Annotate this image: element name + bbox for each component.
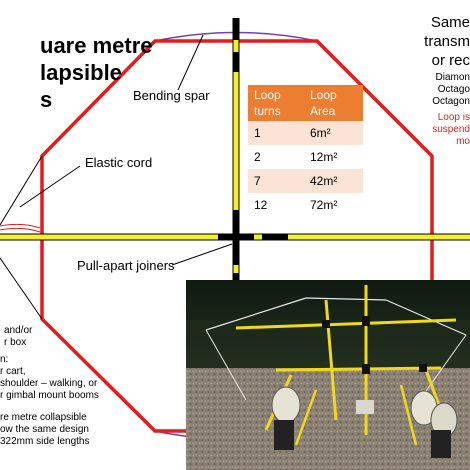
left-text-line: re metre collapsible xyxy=(0,412,87,423)
pull-apart-joiners-label: Pull-apart joiners xyxy=(77,258,175,273)
elastic-cord-label: Elastic cord xyxy=(85,155,153,170)
left-text-line: ow the same design xyxy=(0,424,89,435)
feed-wire-2 xyxy=(0,227,41,233)
antenna-photo-illustration xyxy=(186,280,470,470)
bending-spar-pointer xyxy=(177,34,204,91)
title-line-2: lapsible xyxy=(40,60,122,85)
left-text-line: shoulder – walking, or xyxy=(0,378,98,389)
left-text-line: r gimbal mount booms xyxy=(0,390,99,401)
table-row: 12 72m² xyxy=(248,193,363,217)
title-line-1: uare metre xyxy=(40,33,153,58)
diagram-title: uare metre lapsible s xyxy=(40,32,153,113)
right-text-block: Same transm or rec Diamon Octago Octagon… xyxy=(395,13,470,148)
right-text-red-line: Loop is xyxy=(437,112,470,123)
right-text-line: transm xyxy=(424,33,470,50)
header-loop-turns: Loop turns xyxy=(248,85,304,121)
right-text-line: Same xyxy=(430,14,470,31)
left-text-line: r cart, xyxy=(0,366,26,377)
table-row: 7 42m² xyxy=(248,169,363,193)
loop-table-wrapper: Loop turns Loop Area 1 6m² 2 12m² 7 42m²… xyxy=(248,85,363,217)
elastic-cord-upper xyxy=(0,155,43,226)
right-text-line: Diamon xyxy=(435,72,470,83)
right-text-line: Octago xyxy=(437,84,470,95)
elastic-cord-lower xyxy=(0,257,43,320)
feed-wire-1 xyxy=(0,223,41,229)
bending-spar-label: Bending spar xyxy=(133,88,210,103)
joiners-pointer xyxy=(171,243,233,266)
left-text-line: and/or xyxy=(4,325,33,336)
left-text-line: 322mm side lengths xyxy=(0,436,90,447)
right-text-red-line: suspend xyxy=(432,124,470,135)
left-text-block: and/or r box n: r cart, shoulder – walki… xyxy=(0,325,99,448)
left-text-line: r box xyxy=(4,337,27,348)
right-text-line: or rec xyxy=(431,52,470,69)
antenna-photo xyxy=(186,280,470,470)
right-text-red-line: mo xyxy=(456,136,470,147)
table-row: 2 12m² xyxy=(248,145,363,169)
header-loop-area: Loop Area xyxy=(304,85,363,121)
loop-table: Loop turns Loop Area 1 6m² 2 12m² 7 42m²… xyxy=(248,85,363,217)
left-text-line: n: xyxy=(0,354,9,365)
table-row: 1 6m² xyxy=(248,121,363,145)
right-text-line: Octagon xyxy=(432,96,470,107)
title-line-3: s xyxy=(40,87,53,112)
elastic-cord-pointer xyxy=(19,165,81,208)
